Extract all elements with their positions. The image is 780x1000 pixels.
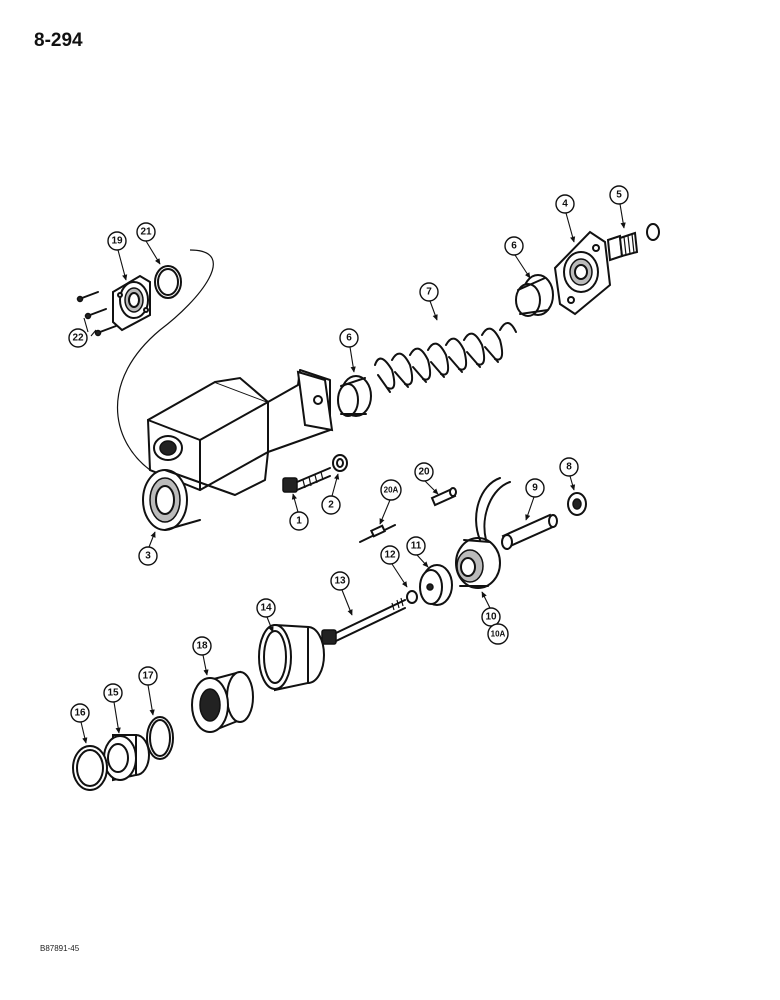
svg-text:16: 16 — [74, 708, 86, 719]
callout-8: 8 — [559, 457, 579, 477]
svg-text:11: 11 — [411, 541, 422, 552]
svg-text:20A: 20A — [384, 486, 399, 495]
svg-text:20: 20 — [418, 467, 430, 478]
svg-text:8: 8 — [566, 462, 572, 473]
callout-2: 2 — [321, 495, 341, 515]
spring-seat-left — [337, 375, 372, 417]
svg-text:12: 12 — [384, 550, 396, 561]
figure-code: B87891-45 — [40, 944, 80, 953]
svg-text:10A: 10A — [491, 630, 506, 639]
compression-spring — [374, 322, 517, 393]
callout-18: 18 — [192, 636, 212, 656]
cover-screws — [76, 291, 117, 337]
callout-14: 14 — [256, 598, 276, 618]
dowel-pin — [359, 524, 396, 543]
callout-21: 21 — [136, 222, 156, 242]
cover-assembly — [112, 274, 151, 332]
snap-ring — [72, 745, 108, 791]
svg-text:6: 6 — [346, 333, 352, 344]
callout-5: 5 — [609, 185, 629, 205]
svg-text:17: 17 — [142, 671, 154, 682]
svg-text:6: 6 — [511, 241, 517, 252]
piston — [191, 670, 254, 733]
cap-screw — [282, 467, 331, 493]
callout-20a: 20A — [380, 479, 402, 501]
spacer-disc — [419, 564, 453, 606]
spring-seat-right — [515, 274, 554, 317]
callout-22: 22 — [68, 328, 88, 348]
bolt-washer — [406, 590, 418, 604]
svg-text:14: 14 — [260, 603, 272, 614]
tie-bolt — [321, 597, 406, 645]
svg-text:2: 2 — [328, 500, 334, 511]
svg-text:3: 3 — [145, 551, 151, 562]
callout-17: 17 — [138, 666, 158, 686]
callout-3: 3 — [138, 546, 158, 566]
sensor-pin — [430, 487, 457, 507]
actuator-shaft — [501, 513, 558, 550]
breather-fitting — [606, 231, 639, 262]
callout-13: 13 — [330, 571, 350, 591]
callout-6-right: 6 — [504, 236, 524, 256]
svg-text:1: 1 — [296, 516, 302, 527]
svg-text:13: 13 — [334, 576, 346, 587]
callout-1: 1 — [289, 511, 309, 531]
shaft-washer — [567, 492, 587, 516]
switch-assembly — [455, 477, 511, 589]
callout-16: 16 — [70, 703, 90, 723]
callout-15: 15 — [103, 683, 123, 703]
callout-19: 19 — [107, 231, 127, 251]
callout-11: 11 — [406, 536, 426, 556]
piston-o-ring — [146, 716, 174, 760]
piston-sleeve — [258, 623, 325, 692]
svg-text:19: 19 — [111, 236, 123, 247]
cover-o-ring — [154, 265, 182, 299]
callout-10a: 10A — [487, 623, 509, 645]
svg-text:10: 10 — [485, 612, 497, 623]
callout-20: 20 — [414, 462, 434, 482]
callout-7: 7 — [419, 282, 439, 302]
gland — [103, 734, 150, 782]
svg-text:4: 4 — [562, 199, 568, 210]
callout-10: 10 — [481, 607, 501, 627]
callout-12: 12 — [380, 545, 400, 565]
svg-text:7: 7 — [426, 287, 432, 298]
page-number: 8-294 — [34, 30, 83, 51]
end-plate — [553, 230, 612, 316]
cylinder-body — [116, 249, 334, 531]
svg-text:21: 21 — [140, 227, 152, 238]
svg-text:15: 15 — [107, 688, 119, 699]
svg-text:9: 9 — [532, 483, 538, 494]
callout-9: 9 — [525, 478, 545, 498]
svg-text:5: 5 — [616, 190, 622, 201]
callout-4: 4 — [555, 194, 575, 214]
fitting-o-ring — [646, 223, 660, 241]
svg-text:18: 18 — [196, 641, 208, 652]
lock-washer — [332, 454, 348, 472]
leader-lines — [80, 203, 626, 744]
svg-text:22: 22 — [72, 333, 84, 344]
callout-6-left: 6 — [339, 328, 359, 348]
